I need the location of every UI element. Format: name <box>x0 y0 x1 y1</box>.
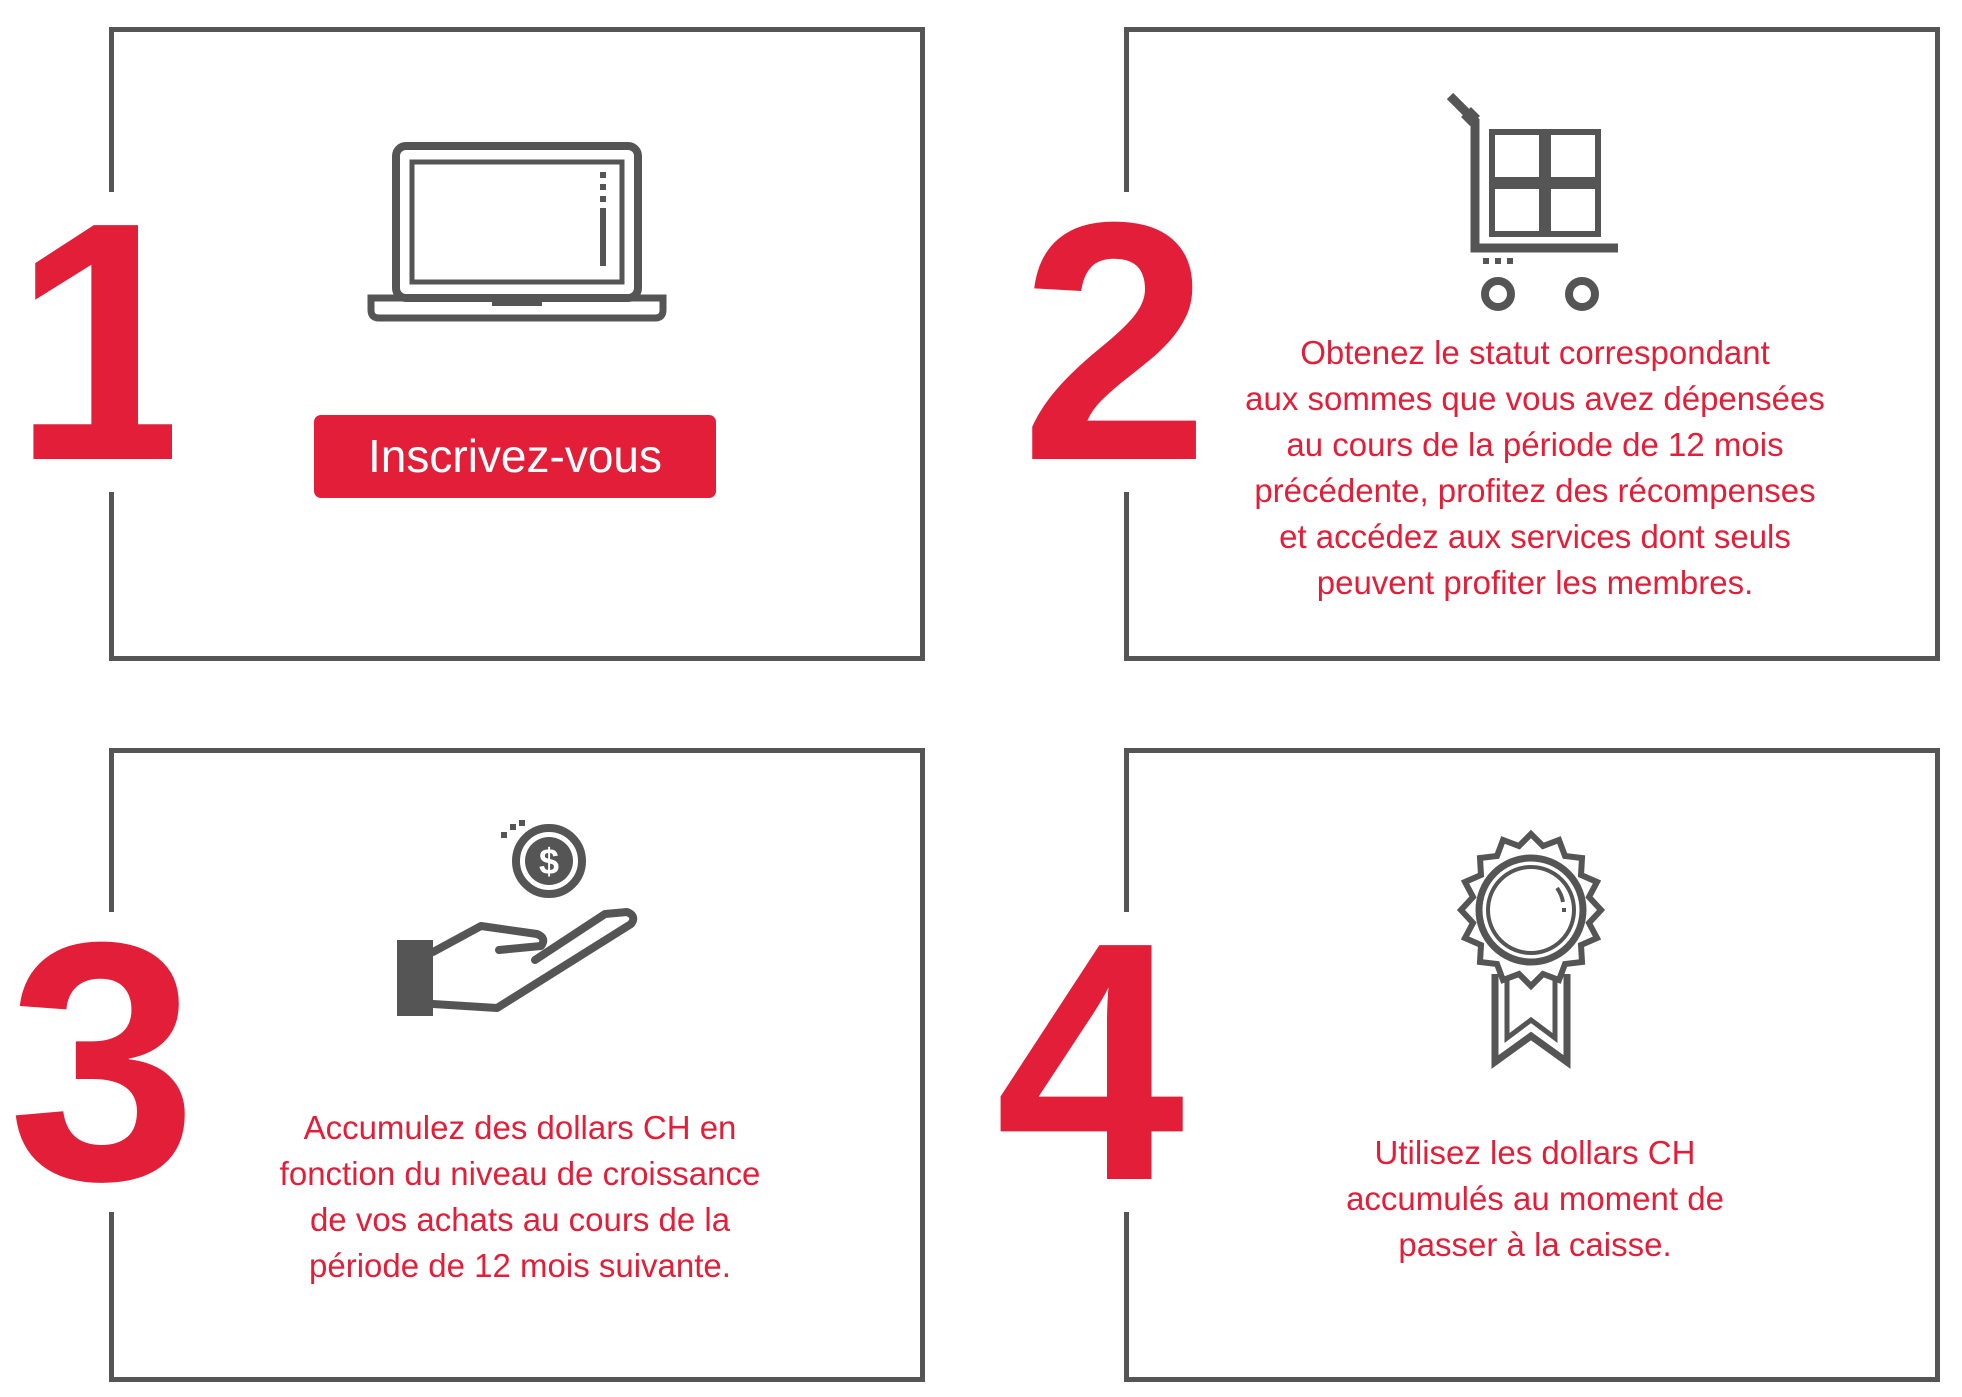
step-3-line: fonction du niveau de croissance <box>279 1155 761 1192</box>
step-3-description: Accumulez des dollars CH en fonction du … <box>220 1105 820 1289</box>
svg-text:$: $ <box>539 841 559 882</box>
laptop-icon <box>367 138 667 323</box>
step-2-line: aux sommes que vous avez dépensées <box>1245 380 1825 417</box>
step-2-line: et accédez aux services dont seuls <box>1279 518 1791 555</box>
sign-up-button[interactable]: Inscrivez-vous <box>314 415 716 498</box>
step-2-number: 2 <box>1010 192 1220 492</box>
step-4-card <box>1124 748 1940 1382</box>
step-4-line: accumulés au moment de <box>1346 1180 1724 1217</box>
step-4-line: passer à la caisse. <box>1398 1226 1672 1263</box>
step-2-line: précédente, profitez des récompenses <box>1254 472 1816 509</box>
step-4-number: 4 <box>980 912 1200 1212</box>
step-4-line: Utilisez les dollars CH <box>1374 1134 1696 1171</box>
step-3-line: de vos achats au cours de la <box>309 1201 731 1238</box>
step-1-number: 1 <box>12 192 172 492</box>
step-2-description: Obtenez le statut correspondant aux somm… <box>1220 330 1850 606</box>
award-ribbon-icon <box>1449 830 1614 1070</box>
step-3-line: période de 12 mois suivante. <box>309 1247 731 1284</box>
step-3-line: Accumulez des dollars CH en <box>303 1109 737 1146</box>
shopping-cart-icon <box>1438 88 1628 316</box>
step-3-number: 3 <box>0 912 205 1212</box>
hand-coin-icon: $ <box>395 820 640 1020</box>
step-4-description: Utilisez les dollars CH accumulés au mom… <box>1240 1130 1830 1268</box>
step-2-line: peuvent profiter les membres. <box>1316 564 1754 601</box>
step-1-card <box>109 27 925 661</box>
step-2-line: au cours de la période de 12 mois <box>1286 426 1784 463</box>
step-2-line: Obtenez le statut correspondant <box>1300 334 1770 371</box>
